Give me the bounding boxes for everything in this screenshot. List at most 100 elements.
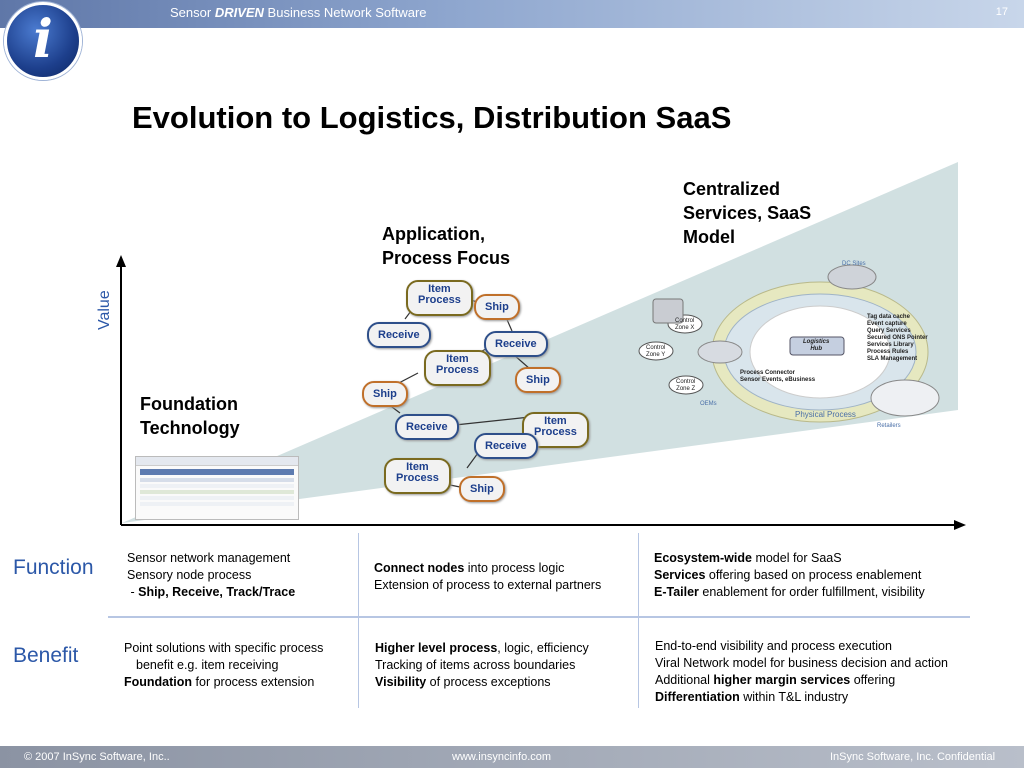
node-label: Process	[534, 426, 577, 438]
cell-line: Differentiation within T&L industry	[655, 689, 948, 706]
hub-label-line: Control	[676, 379, 696, 385]
warehouse-disc	[697, 340, 743, 364]
cell-bold: Differentiation	[655, 690, 740, 704]
hub-service-item: Process Rules	[867, 349, 909, 355]
logo-letter: i	[33, 9, 53, 70]
hub-label-line: Zone Z	[676, 386, 696, 392]
dc-sites-label: DC Sites	[842, 261, 866, 267]
hub-service-item: SLA Management	[867, 356, 918, 362]
node-label: Process	[396, 472, 439, 484]
hub-service-item: Tag data cache	[867, 314, 910, 320]
cell-line: Additional higher margin services offeri…	[655, 672, 948, 689]
hub-label-line: Control	[675, 318, 695, 324]
row-divider	[108, 616, 970, 618]
cell-line: Connect nodes into process logic	[374, 560, 601, 577]
hub-label-line: Zone X	[675, 325, 695, 331]
hub-label-line: Zone Y	[646, 352, 666, 358]
cell-text: within T&L industry	[739, 690, 849, 704]
column-divider	[638, 533, 639, 708]
stage-centralized-line1: Centralized	[683, 179, 781, 199]
node-label: Process	[418, 294, 461, 306]
cell-line: - Ship, Receive, Track/Trace	[127, 584, 295, 601]
x-axis-arrow-icon	[954, 520, 966, 530]
footer-confidential: InSync Software, Inc. Confidential	[830, 751, 996, 763]
control-zone-y-disc	[638, 341, 674, 361]
benefit-row-label: Benefit	[13, 644, 79, 667]
node-receive: Receive	[395, 414, 459, 440]
function-row-label: Function	[13, 556, 94, 579]
footer-copyright: © 2007 InSync Software, Inc..	[24, 751, 170, 763]
node-receive: Receive	[367, 322, 431, 348]
cell-line: E-Tailer enablement for order fulfillmen…	[654, 584, 925, 601]
node-ship: Ship	[459, 476, 505, 502]
cell-line: End-to-end visibility and process execut…	[655, 639, 892, 653]
cell-text: , logic, efficiency	[497, 641, 589, 655]
cell-text: for process extension	[192, 675, 315, 689]
node-ship: Ship	[362, 381, 408, 407]
control-zone-z-disc	[668, 375, 704, 395]
cell-line: Visibility of process exceptions	[375, 674, 589, 691]
stage-application-line2: Process Focus	[382, 248, 511, 268]
node-label: Item	[406, 461, 429, 473]
column-divider	[358, 533, 359, 708]
stage-centralized-services: Centralized Services, SaaS Model	[683, 177, 811, 249]
hub-service-item: Secured ONS Pointer	[867, 335, 928, 341]
hub-label-line: Process Connector	[740, 370, 796, 376]
cell-line: Tracking of items across boundaries	[375, 658, 576, 672]
retailers-label: Retailers	[877, 423, 901, 429]
function-cell-centralized: Ecosystem-wide model for SaaS Services o…	[654, 550, 925, 601]
hub-service-item: Query Services	[867, 328, 911, 334]
stage-application-process: Application, Process Focus	[382, 222, 510, 270]
node-ship: Ship	[515, 367, 561, 393]
stage-foundation-line2: Technology	[140, 418, 240, 438]
cell-bold: Ecosystem-wide	[654, 551, 752, 565]
node-receive: Receive	[474, 433, 538, 459]
logistics-hub-box	[789, 336, 845, 356]
node-label: Item	[428, 283, 451, 295]
cell-line: Higher level process, logic, efficiency	[375, 640, 589, 657]
tagline-bold: DRIVEN	[214, 5, 264, 20]
cell-line: Ecosystem-wide model for SaaS	[654, 550, 925, 567]
cell-text: into process logic	[464, 561, 565, 575]
function-cell-application: Connect nodes into process logic Extensi…	[374, 560, 601, 594]
cell-line: Point solutions with specific process	[124, 641, 324, 655]
cell-bold: Services	[654, 568, 706, 582]
dc-sites-disc	[827, 264, 877, 290]
hub-service-item: Event capture	[867, 321, 907, 327]
tagline-post: Business Network Software	[263, 5, 427, 20]
cell-text: offering	[850, 673, 896, 687]
physical-process-label: Physical Process	[795, 410, 856, 419]
hub-label-line: Hub	[810, 346, 822, 352]
cell-text: Additional	[655, 673, 714, 687]
page-title: Evolution to Logistics, Distribution Saa…	[132, 100, 732, 135]
footer-website-link[interactable]: www.insyncinfo.com	[452, 751, 552, 763]
node-ship: Ship	[474, 294, 520, 320]
cell-bold: E-Tailer	[654, 585, 699, 599]
cell-bold: Ship, Receive, Track/Trace	[138, 585, 296, 599]
cell-line: Viral Network model for business decisio…	[655, 656, 948, 670]
footer-bar: © 2007 InSync Software, Inc.. www.insync…	[0, 746, 1024, 768]
benefit-cell-centralized: End-to-end visibility and process execut…	[655, 638, 948, 706]
cell-bold: Connect nodes	[374, 561, 465, 575]
header-bar	[0, 0, 1024, 28]
benefit-cell-application: Higher level process, logic, efficiency …	[375, 640, 589, 691]
cell-line: Foundation for process extension	[124, 674, 323, 691]
hub-services-list: Tag data cache Event capture Query Servi…	[867, 314, 928, 363]
cell-line: benefit e.g. item receiving	[136, 658, 279, 672]
y-axis-arrow-icon	[116, 255, 126, 267]
node-receive: Receive	[484, 331, 548, 357]
node-label: Process	[436, 364, 479, 376]
cell-prefix: -	[127, 585, 139, 599]
cell-text: offering based on process enablement	[705, 568, 922, 582]
cell-text: enablement for order fulfillment, visibi…	[698, 585, 925, 599]
retailers-disc	[870, 379, 940, 417]
hub-service-item: Services Library	[867, 342, 914, 348]
cell-text: model for SaaS	[751, 551, 842, 565]
